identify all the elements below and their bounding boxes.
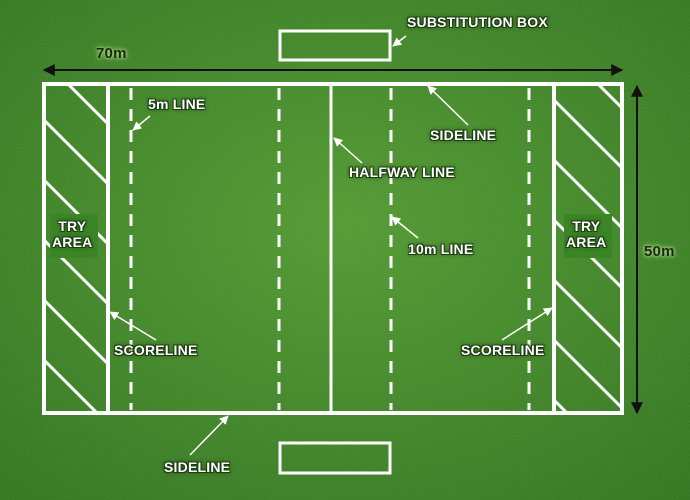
pointer-sideline-top [427, 85, 469, 126]
pointer-halfway-line [333, 137, 363, 164]
pointer-scoreline-right [501, 307, 553, 341]
label-try-area-right: TRY AREA [566, 218, 607, 251]
try-area-left-hatching [44, 84, 108, 413]
label-scoreline-right: SCORELINE [461, 342, 545, 358]
label-five-m-line: 5m LINE [148, 96, 206, 112]
substitution-box-top [278, 29, 392, 62]
pointer-ten-m-line [391, 216, 419, 239]
label-width-dimension: 70m [96, 45, 127, 62]
try-area-left-label-backdrop [50, 214, 98, 258]
label-substitution-box: SUBSTITUTION BOX [407, 14, 548, 30]
pointer-scoreline-left [109, 311, 157, 341]
label-try-area-left: TRY AREA [52, 218, 93, 251]
label-length-dimension: 50m [644, 243, 675, 260]
try-area-right-label-backdrop [564, 214, 612, 258]
pointer-substitution-box [392, 35, 407, 47]
label-halfway-line: HALFWAY LINE [349, 164, 455, 180]
label-sideline-top: SIDELINE [430, 127, 497, 143]
substitution-box-bottom [278, 441, 392, 475]
label-sideline-bottom: SIDELINE [164, 459, 231, 475]
label-ten-m-line: 10m LINE [408, 241, 474, 257]
pitch-boundary [42, 82, 624, 415]
label-scoreline-left: SCORELINE [114, 342, 198, 358]
pointer-five-m-line [132, 115, 151, 131]
pointer-sideline-bottom [189, 415, 229, 456]
